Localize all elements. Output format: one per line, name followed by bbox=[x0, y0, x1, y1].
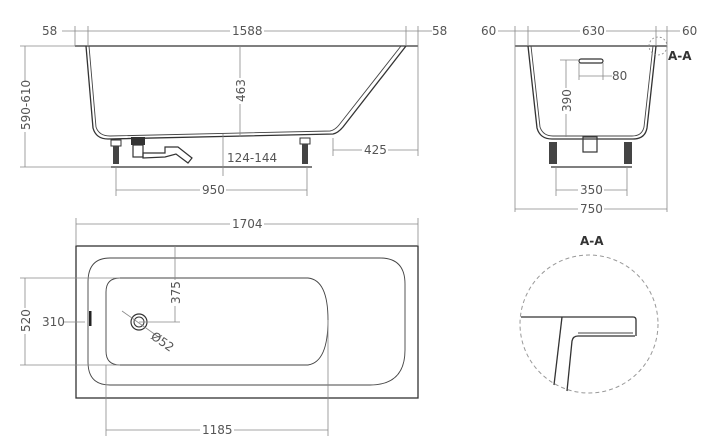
section-ref-label: A-A bbox=[668, 49, 692, 63]
side-view: 58 1588 58 590-610 463 124-144 425 950 bbox=[18, 24, 450, 197]
dim-inner-width: 630 bbox=[582, 24, 605, 38]
drain-assembly-icon bbox=[131, 137, 193, 164]
dim-drain-from-edge: 375 bbox=[169, 281, 183, 304]
end-view: A-A 60 630 60 80 390 350 750 bbox=[480, 24, 700, 216]
dim-right-rim: 58 bbox=[432, 24, 447, 38]
dim-total-width: 750 bbox=[580, 202, 603, 216]
dim-overflow-height: 390 bbox=[560, 89, 574, 112]
dim-end-right-rim: 60 bbox=[682, 24, 697, 38]
dim-drain-diameter: Ø52 bbox=[148, 329, 176, 355]
dim-drain-from-end: 310 bbox=[42, 315, 65, 329]
dim-inner-width-top: 520 bbox=[19, 309, 33, 332]
dim-end-left-rim: 60 bbox=[481, 24, 496, 38]
dim-inner-length-top: 1185 bbox=[202, 423, 233, 437]
dim-end-leg-span: 350 bbox=[580, 183, 603, 197]
dim-leg-height: 124-144 bbox=[227, 151, 277, 165]
dim-total-length: 1704 bbox=[232, 217, 263, 231]
dim-leg-span: 950 bbox=[202, 183, 225, 197]
dim-height: 590-610 bbox=[19, 80, 33, 130]
dim-inner-length: 1588 bbox=[232, 24, 263, 38]
detail-a-a: A-A bbox=[519, 234, 659, 394]
leg-left bbox=[110, 139, 122, 164]
drain-icon bbox=[582, 136, 598, 153]
leg-right bbox=[299, 137, 311, 164]
top-view: 1704 375 520 310 Ø52 1185 bbox=[18, 217, 419, 437]
dim-left-rim: 58 bbox=[42, 24, 57, 38]
dim-slope-offset: 425 bbox=[364, 143, 387, 157]
dim-depth: 463 bbox=[234, 79, 248, 102]
detail-title: A-A bbox=[580, 234, 604, 248]
dim-overflow-width: 80 bbox=[612, 69, 627, 83]
